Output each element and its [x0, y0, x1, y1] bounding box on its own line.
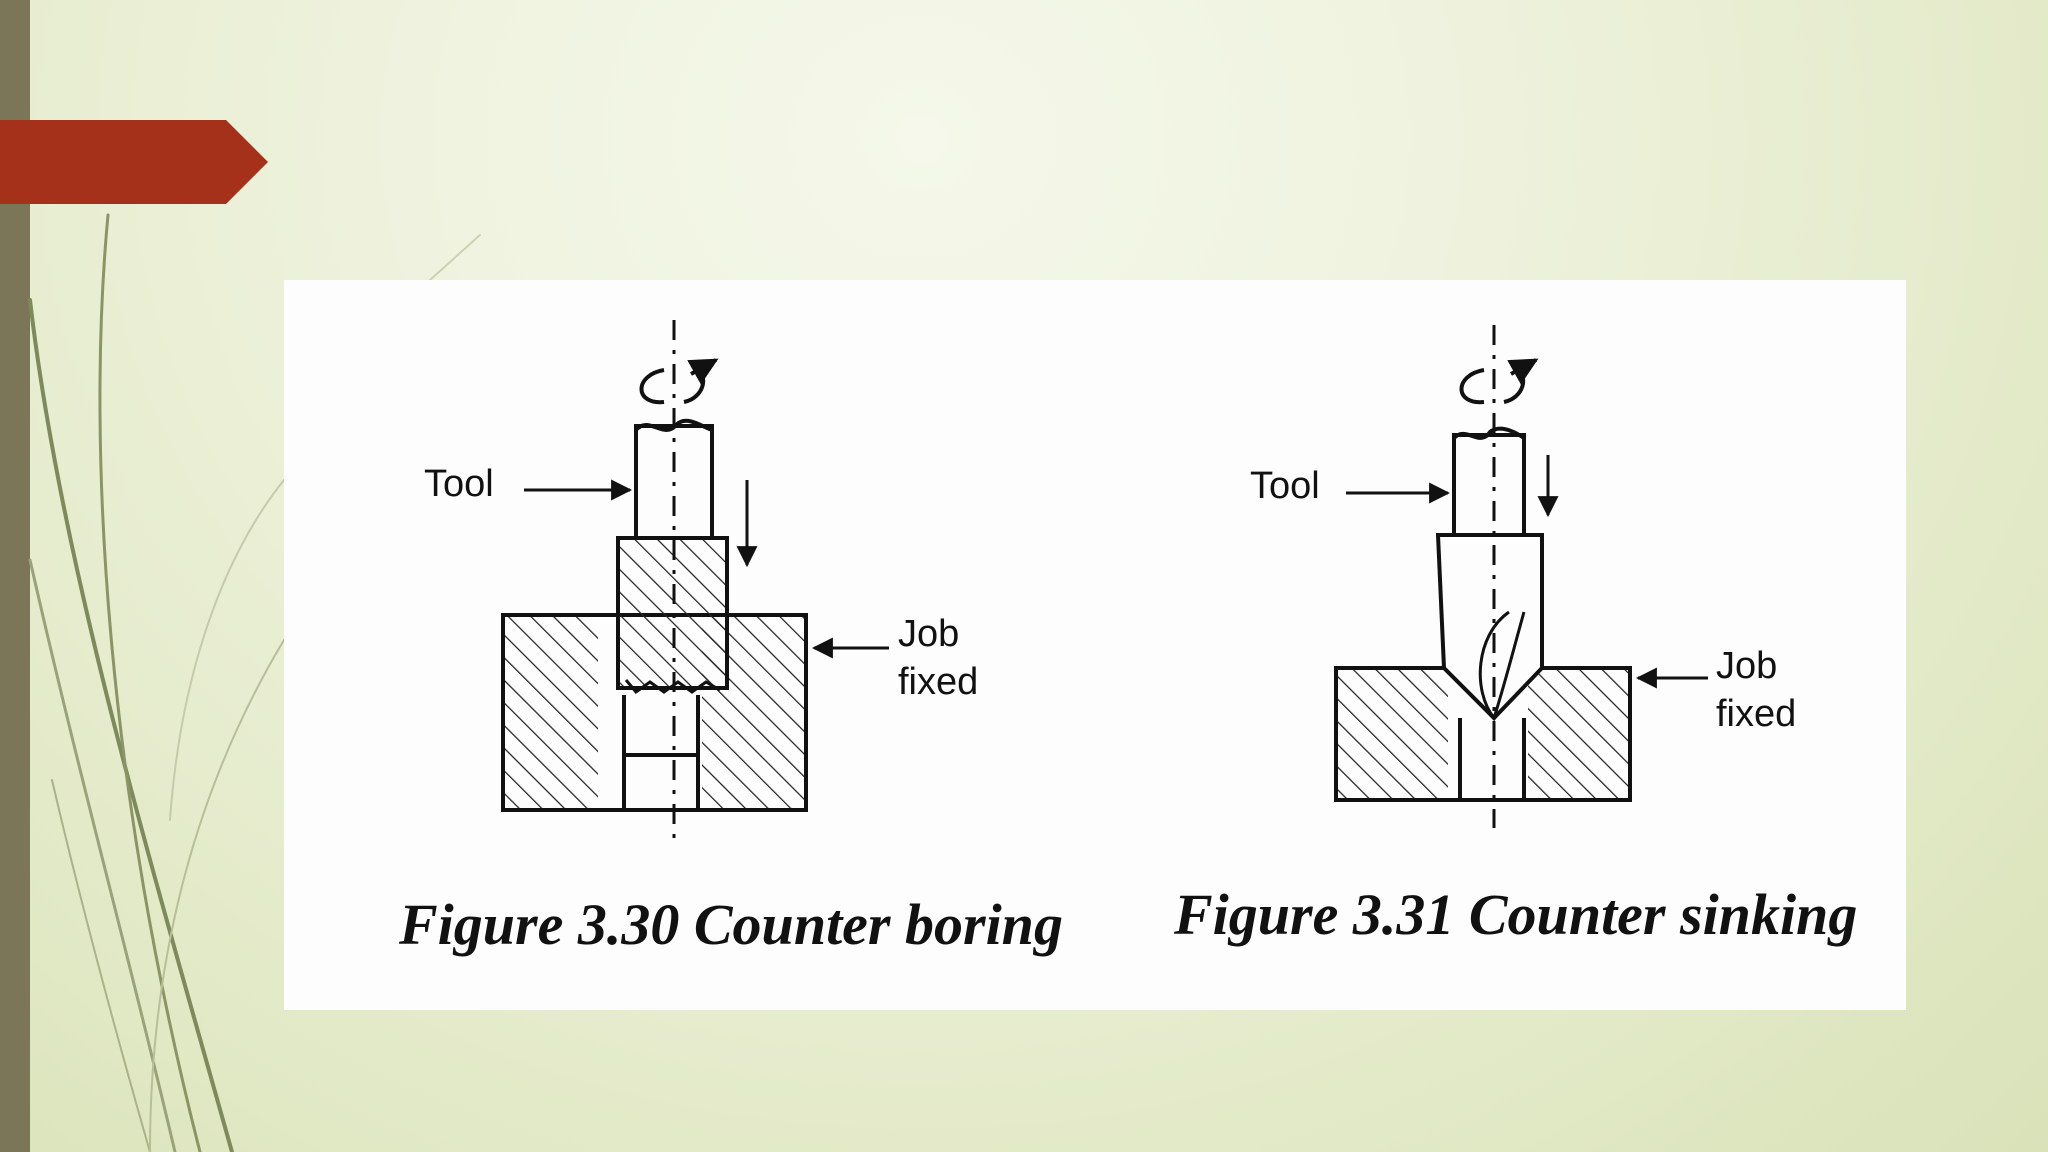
swoosh-line — [98, 213, 202, 1152]
swoosh-line — [149, 639, 285, 1152]
fixed-label: fixed — [1716, 693, 1797, 735]
swoosh-line — [169, 479, 285, 821]
swoosh-line — [51, 779, 151, 1152]
rotation-arrow-right — [1459, 368, 1526, 405]
figure-panel: Tool Job fixed Figure 3.30 Counter borin… — [284, 280, 1906, 1010]
figure-caption: Figure 3.30 Counter boring — [399, 892, 1063, 957]
rotation-arrow — [639, 368, 706, 405]
swoosh-line — [429, 234, 481, 281]
figure-caption: Figure 3.31 Counter sinking — [1174, 882, 1858, 947]
tool-label: Tool — [424, 463, 494, 505]
fixed-label: fixed — [898, 661, 979, 703]
job-label: Job — [1716, 645, 1778, 687]
job-label: Job — [898, 613, 960, 655]
counterbore-cutter — [616, 536, 729, 690]
counter-sinking-figure — [1334, 325, 1708, 828]
title-accent-banner — [0, 120, 268, 204]
swoosh-line — [28, 298, 234, 1152]
counter-boring-sinking-diagram — [501, 320, 1708, 840]
counter-boring-figure — [501, 320, 889, 840]
swoosh-line — [28, 558, 177, 1152]
countersink-cutter — [1435, 533, 1544, 721]
tool-shank-right — [1452, 433, 1526, 537]
tool-label: Tool — [1250, 465, 1320, 507]
through-hole — [1458, 718, 1526, 800]
